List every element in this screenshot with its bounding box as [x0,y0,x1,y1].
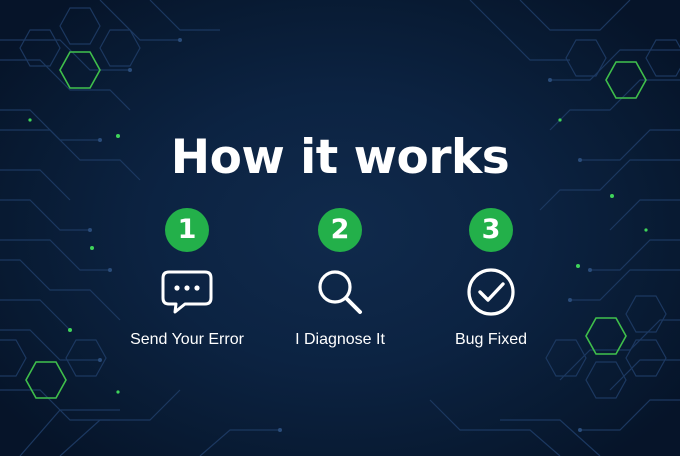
step-label: Send Your Error [130,331,244,348]
step-send-error: 1 Send Your Error [97,208,277,350]
step-number-badge: 1 [165,208,209,252]
step-diagnose: 2 I Diagnose It [250,208,430,350]
step-label: Bug Fixed [454,331,528,348]
step-bug-fixed: 3 Bug Fixed [401,208,581,350]
page-title: How it works [170,130,510,185]
magnifier-icon [318,270,362,314]
step-label: I Diagnose It [295,331,385,348]
step-number-badge: 2 [318,208,362,252]
chat-bubble-icon [161,270,213,314]
step-number-badge: 3 [469,208,513,252]
check-circle-icon [467,268,515,316]
